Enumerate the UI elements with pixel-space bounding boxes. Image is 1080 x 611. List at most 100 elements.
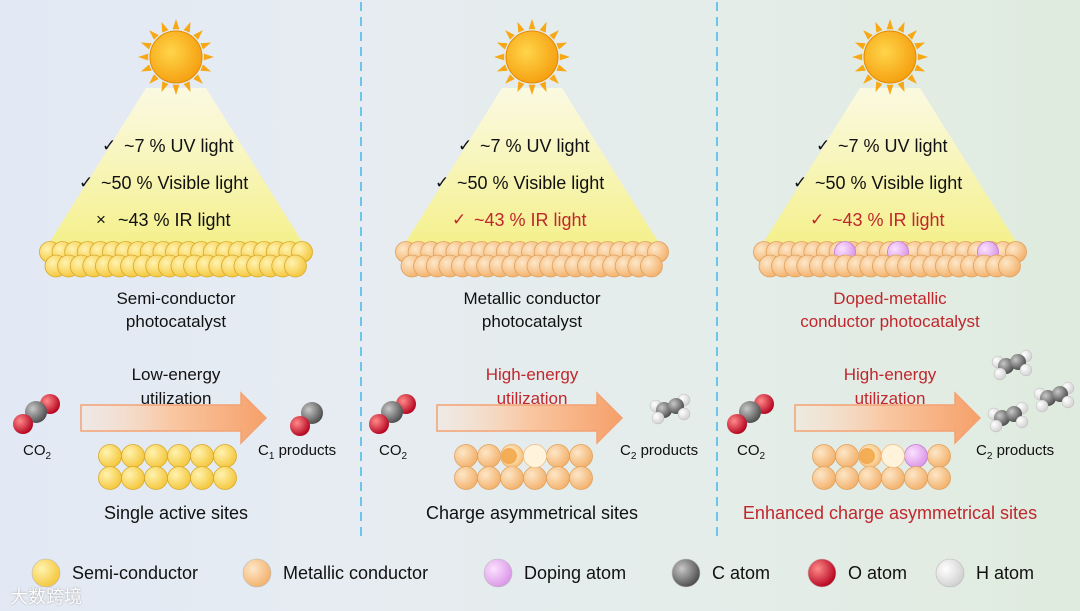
material-sphere	[835, 466, 859, 490]
sun-disc	[149, 30, 203, 84]
charge-spot	[859, 448, 875, 464]
material-sphere	[98, 444, 122, 468]
utilization-label: utilization	[140, 389, 212, 408]
legend-swatch	[31, 558, 61, 588]
material-sphere	[121, 444, 145, 468]
sun-ray	[556, 64, 568, 72]
co2-molecule	[369, 394, 416, 434]
panel-1	[13, 19, 323, 490]
catalyst-label: Doped-metallic	[833, 289, 947, 308]
catalyst-label: Metallic conductor	[463, 289, 601, 308]
sun-ray	[140, 42, 152, 50]
sun-ray	[539, 81, 547, 93]
material-sphere	[167, 466, 191, 490]
catalyst-label: conductor photocatalyst	[800, 312, 980, 331]
light-mark: ✓	[452, 210, 467, 229]
sun-ray	[203, 53, 214, 61]
product-label: C2 products	[976, 442, 1055, 462]
co2-molecule	[727, 394, 774, 434]
sun-ray	[854, 64, 866, 72]
product-label: C1 products	[258, 442, 337, 462]
reaction-arrow	[80, 391, 268, 445]
sun-ray	[907, 74, 917, 84]
material-sphere	[98, 466, 122, 490]
catalyst-label: Semi-conductor	[116, 289, 236, 308]
sites-label: Charge asymmetrical sites	[425, 503, 639, 523]
sun-ray	[172, 84, 180, 95]
material-sphere	[927, 466, 951, 490]
material-sphere	[121, 466, 145, 490]
reactant-label: CO2	[379, 442, 408, 462]
c2-product-molecule	[649, 393, 691, 425]
charge-spot	[501, 448, 517, 464]
reactant-label: CO2	[737, 442, 766, 462]
sun-ray	[914, 64, 926, 72]
reactant-label: CO2	[23, 442, 52, 462]
material-sphere	[283, 254, 307, 278]
sun-ray	[549, 30, 559, 40]
material-sphere	[477, 444, 501, 468]
material-sphere	[546, 466, 570, 490]
light-text: ~7 % UV light	[124, 136, 234, 156]
sun-ray	[494, 53, 505, 61]
utilization-label: Low-energy	[131, 365, 221, 384]
utilization-label: utilization	[854, 389, 926, 408]
reaction-arrow	[436, 391, 624, 445]
sun-ray	[505, 74, 515, 84]
light-text: ~43 % IR light	[832, 210, 945, 230]
light-beam	[46, 88, 306, 248]
doping-sphere	[904, 444, 928, 468]
sun-ray	[914, 42, 926, 50]
material-sphere	[904, 466, 928, 490]
product-label: C2 products	[620, 442, 699, 462]
sun-icon	[494, 19, 570, 95]
light-beam	[760, 88, 1020, 248]
light-text: ~50 % Visible light	[457, 173, 605, 193]
sun-ray	[149, 74, 159, 84]
material-sphere	[640, 254, 663, 278]
c2-product-molecule	[987, 401, 1029, 433]
sun-ray	[875, 81, 883, 93]
sun-ray	[528, 84, 536, 95]
light-text: ~43 % IR light	[118, 210, 231, 230]
material-sphere	[477, 466, 501, 490]
light-mark: ×	[96, 210, 106, 229]
panel-2	[369, 19, 691, 490]
light-mark: ✓	[793, 173, 808, 192]
light-text: ~50 % Visible light	[101, 173, 249, 193]
h-atom	[993, 367, 1007, 381]
utilization-label: High-energy	[843, 365, 937, 384]
sun-ray	[528, 19, 536, 30]
legend-label: Metallic conductor	[283, 563, 429, 583]
sun-ray	[917, 53, 928, 61]
h-atom	[1015, 415, 1029, 429]
legend-swatch	[935, 558, 965, 588]
sun-ray	[161, 81, 169, 93]
o-atom	[727, 414, 747, 434]
c2-product-molecule	[1033, 381, 1075, 413]
sun-ray	[517, 81, 525, 93]
light-mark: ✓	[79, 173, 94, 192]
active-sites-grid	[454, 442, 593, 490]
legend-swatch	[483, 558, 513, 588]
sun-ray	[549, 74, 559, 84]
catalyst-label: photocatalyst	[125, 312, 227, 331]
catalyst-layer	[395, 241, 669, 278]
sun-icon	[138, 19, 214, 95]
sun-ray	[200, 42, 212, 50]
light-text: ~7 % UV light	[480, 136, 590, 156]
light-mark: ✓	[435, 173, 450, 192]
material-sphere	[523, 466, 547, 490]
sun-ray	[559, 53, 570, 61]
light-mark: ✓	[816, 136, 831, 155]
sun-ray	[200, 64, 212, 72]
material-sphere	[454, 466, 478, 490]
material-sphere	[569, 466, 593, 490]
active-sites-grid	[98, 444, 237, 490]
light-mark: ✓	[810, 210, 825, 229]
sun-ray	[517, 21, 525, 33]
active-sites-grid	[812, 442, 951, 490]
light-mark: ✓	[102, 136, 117, 155]
